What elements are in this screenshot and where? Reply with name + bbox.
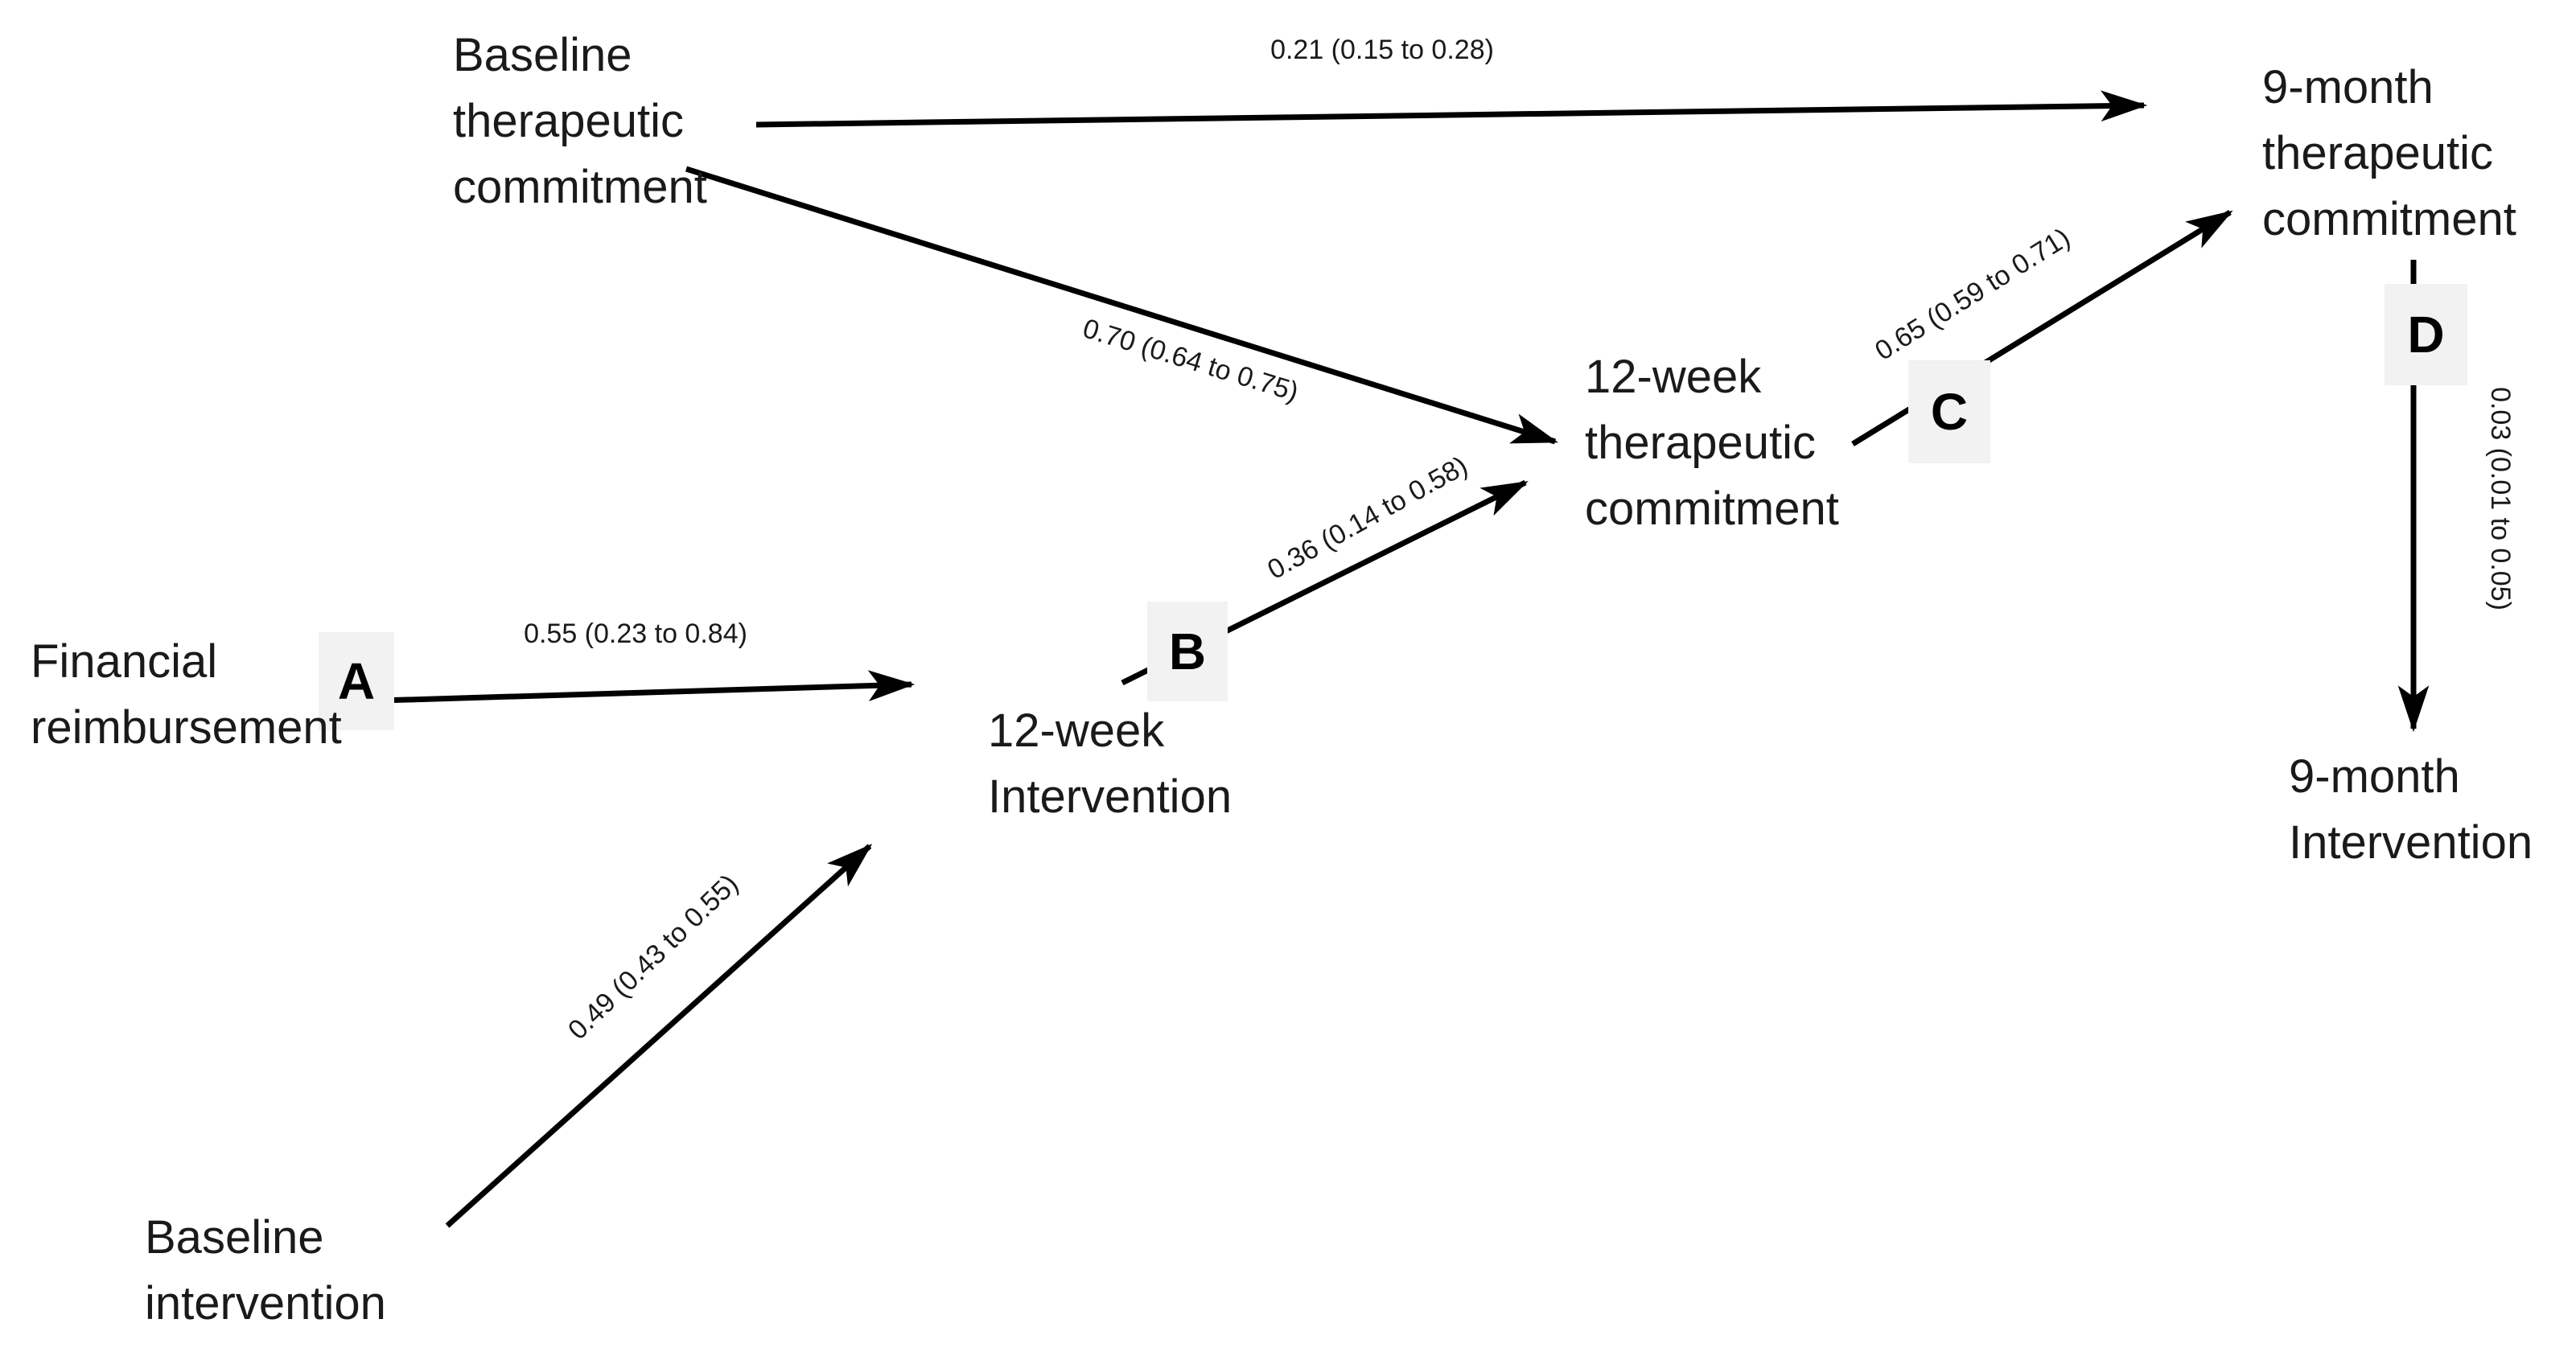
- node-financial-reimbursement: Financial reimbursement: [31, 635, 342, 754]
- node-baseline-intervention: Baseline intervention: [145, 1211, 386, 1329]
- node-9month-intervention: 9-month Intervention: [2289, 750, 2533, 869]
- arrow-baseline-tc-to-9month-tc: [755, 90, 2148, 128]
- estimate-baseline-tc-to-9month-tc: 0.21 (0.15 to 0.28): [1270, 35, 1494, 65]
- path-label-b: B: [1147, 602, 1228, 701]
- node-baseline-therapeutic-commitment: Baseline therapeutic commitment: [453, 29, 707, 213]
- estimate-9month-tc-to-9month-intervention: 0.03 (0.01 to 0.05): [2485, 387, 2516, 610]
- arrow-baseline-intervention-to-12week-intervention: [445, 844, 873, 1228]
- node-12week-intervention: 12-week Intervention: [988, 705, 1232, 823]
- path-label-d: D: [2385, 284, 2467, 385]
- estimate-financial-to-12week-intervention: 0.55 (0.23 to 0.84): [524, 618, 747, 649]
- node-9month-therapeutic-commitment: 9-month therapeutic commitment: [2262, 61, 2516, 245]
- arrow-financial-to-12week-intervention: [353, 670, 916, 705]
- node-12week-therapeutic-commitment: 12-week therapeutic commitment: [1585, 351, 1839, 535]
- path-label-c: C: [1908, 360, 1990, 463]
- arrow-baseline-tc-to-12week-tc: [685, 166, 1559, 445]
- path-label-a: A: [319, 632, 394, 730]
